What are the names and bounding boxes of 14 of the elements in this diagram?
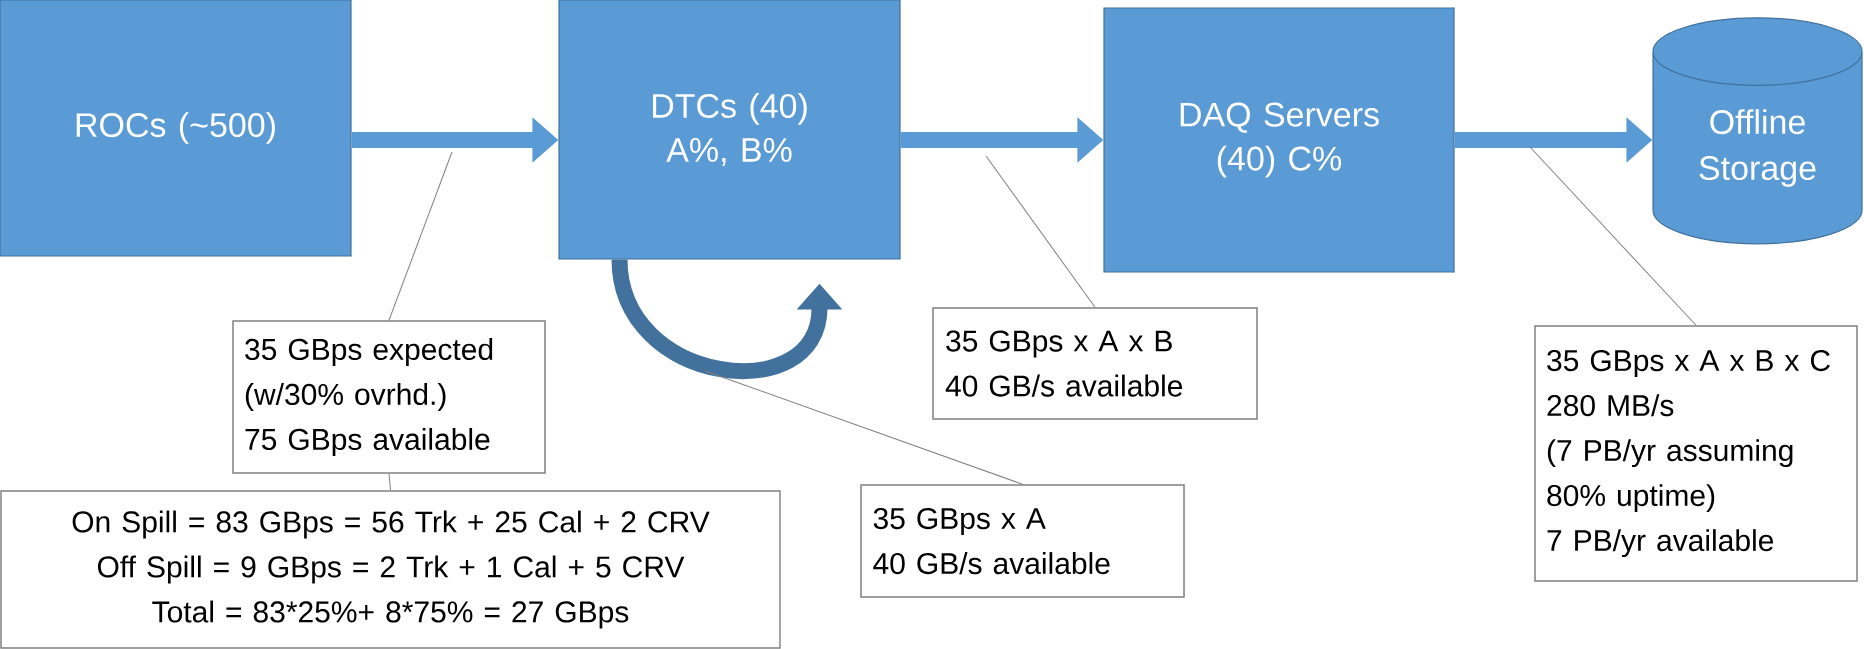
process-box: DAQ Servers (40) C% [1103, 7, 1455, 273]
callout-box: On Spill = 83 GBps = 56 Trk + 25 Cal + 2 CRV Off Spill = 9 GBps = 2 Trk + 1 Cal + 5 CRV Total = 83*25%+ 8*75% = 27 GBps [0, 490, 781, 649]
leader-line [704, 370, 1023, 485]
callout-box: 35 GBps expected (w/30% ovrhd.) 75 GBps available [232, 320, 546, 474]
storage-cylinder: Offline Storage [1652, 17, 1863, 245]
leader-line [388, 151, 453, 321]
callout-box: 35 GBps x A 40 GB/s available [860, 484, 1185, 598]
callout-box: 35 GBps x A x B x C 280 MB/s (7 PB/yr assuming 80% uptime) 7 PB/yr available [1534, 325, 1858, 582]
leader-line [1529, 146, 1697, 326]
leader-line [388, 473, 391, 491]
leader-line [985, 155, 1096, 308]
process-box: DTCs (40) A%, B% [558, 0, 901, 260]
callout-box: 35 GBps x A x B 40 GB/s available [932, 307, 1258, 420]
process-box: ROCs (~500) [0, 0, 352, 257]
